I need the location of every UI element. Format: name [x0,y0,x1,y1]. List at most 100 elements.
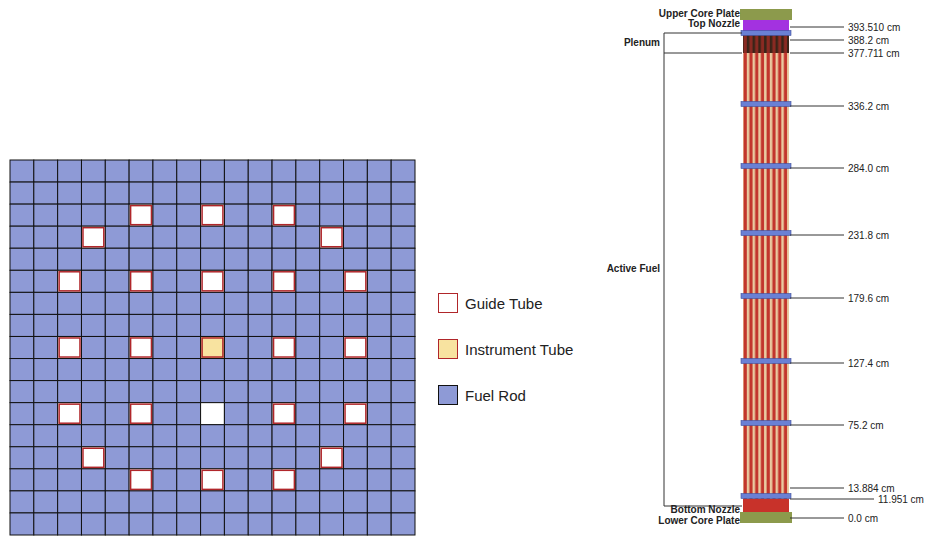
lattice-cell [248,469,272,491]
lattice-cell [153,425,177,447]
spacer-grid [741,359,791,364]
lattice-cell [320,491,344,513]
lattice-cell [34,425,58,447]
lattice-cell [344,182,368,204]
lattice-cell [320,513,344,535]
tube-outline [83,448,104,467]
leader-line [790,168,844,169]
tube-outline [131,206,152,225]
lattice-cell [105,160,129,182]
lattice-cell [296,270,320,292]
lattice-cell [224,314,248,336]
lattice-cell [296,359,320,381]
tube-outline [321,448,342,467]
lattice-cell [177,292,201,314]
lattice-cell [10,226,34,248]
lattice-cell [344,469,368,491]
lattice-cell [344,359,368,381]
lattice-cell [391,425,415,447]
lattice-cell [248,226,272,248]
lattice-cell [129,204,153,226]
lattice-cell [177,403,201,425]
lattice-cell [391,469,415,491]
tube-outline [202,338,223,357]
lattice-cell [320,226,344,248]
lattice-cell [81,469,105,491]
lattice-cell [320,336,344,358]
lattice-cell [105,381,129,403]
lattice-cell [34,226,58,248]
lattice-cell [177,359,201,381]
lattice-cell [224,513,248,535]
lattice-cell [81,381,105,403]
tube-outline [83,228,104,247]
tube-outline [59,404,80,423]
lattice-cell [296,226,320,248]
lattice-cell [320,447,344,469]
lattice-cell [320,359,344,381]
lattice-cell [344,314,368,336]
legend-text: Guide Tube [465,295,543,312]
dimension-label: 231.8 cm [848,230,889,241]
lattice-cell [296,381,320,403]
legend-entry: Instrument Tube [438,339,573,359]
tube-outline [274,206,295,225]
tube-outline [202,470,223,489]
lattice-cell [105,204,129,226]
lattice-cell [129,160,153,182]
lattice-cell [296,513,320,535]
lattice-cell [224,270,248,292]
lattice-cell [344,336,368,358]
lattice-cell [320,248,344,270]
lattice-cell [248,447,272,469]
lattice-cell [177,469,201,491]
lattice-cell [177,425,201,447]
lattice-cell [58,160,82,182]
leader-line [790,363,844,364]
lattice-cell [10,182,34,204]
lattice-cell [201,248,225,270]
lattice-cell [367,425,391,447]
lattice-cell [391,160,415,182]
lattice-cell [177,336,201,358]
dimension-label: 377.711 cm [848,48,900,59]
lattice-cell [105,248,129,270]
spacer-grid [741,294,791,299]
lattice-cell [105,292,129,314]
tube-outline [59,338,80,357]
lattice-cell [10,491,34,513]
lattice-cell [81,513,105,535]
lattice-cell [248,204,272,226]
lattice-cell [224,182,248,204]
lattice-cell [105,226,129,248]
lattice-cell [105,359,129,381]
spacer-grid [741,164,791,169]
lattice-cell [34,248,58,270]
lattice-cell [344,425,368,447]
lattice-cell [224,336,248,358]
lattice-cell [129,292,153,314]
lattice-cell [10,447,34,469]
lattice-cell [391,226,415,248]
legend-swatch [438,339,458,359]
lattice-cell [248,314,272,336]
lattice-cell [224,160,248,182]
lattice-cell [224,491,248,513]
part-label: Upper Core Plate [659,8,740,19]
lattice-cell [248,336,272,358]
tube-outline [274,272,295,291]
lattice-cell [153,381,177,403]
lattice-cell [272,513,296,535]
lattice-cell [367,314,391,336]
lattice-cell [296,292,320,314]
lattice-cell [34,491,58,513]
lattice-cell [391,403,415,425]
lattice-cell [177,381,201,403]
lattice-cell [129,314,153,336]
tube-outline [345,272,366,291]
lattice-cell [344,204,368,226]
lattice-cell [58,292,82,314]
leader-line [790,40,844,41]
lattice-cell [272,160,296,182]
lattice-cell [201,403,225,425]
